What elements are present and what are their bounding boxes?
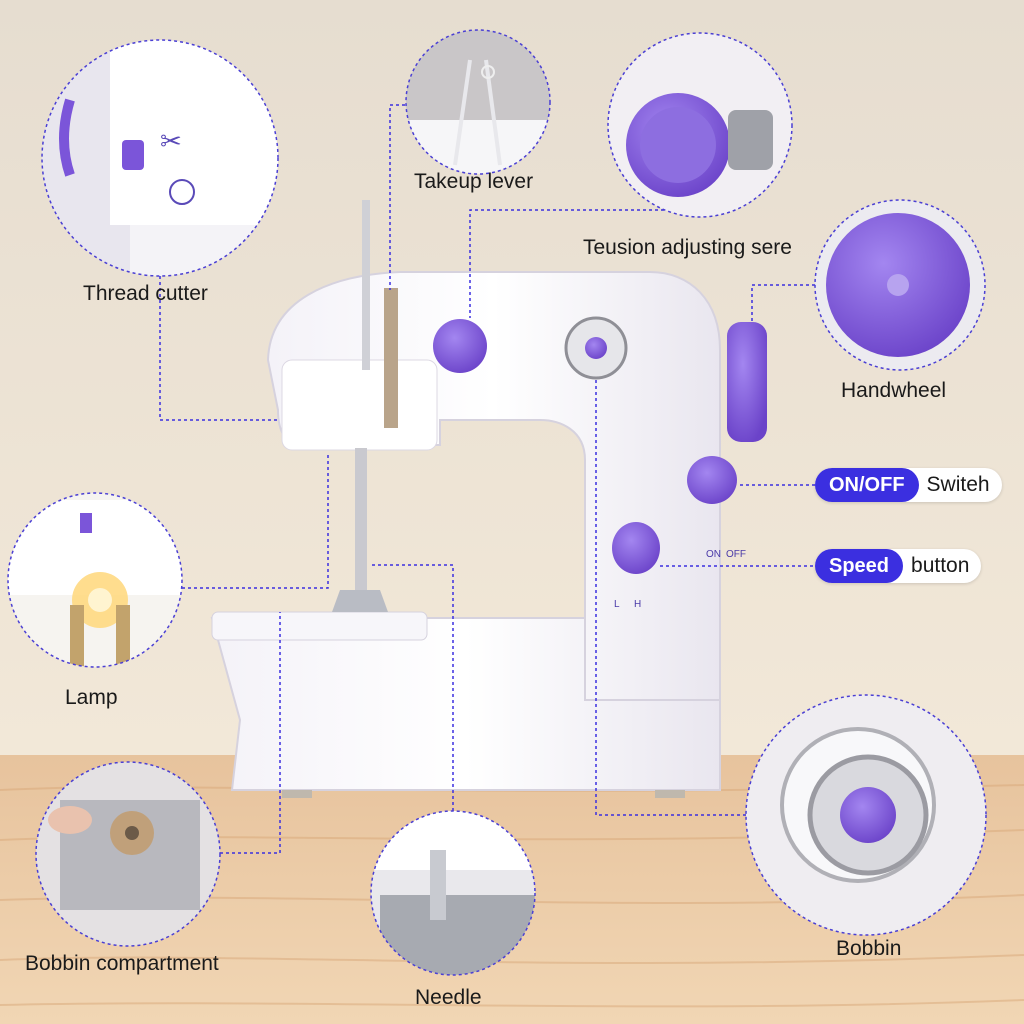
handwheel-knob[interactable]: [727, 322, 767, 442]
high-mark: H: [634, 599, 641, 610]
off-mark: OFF: [726, 549, 746, 560]
bobbin-compartment-detail: [35, 761, 221, 947]
connector-lines: [159, 104, 815, 854]
bobbin-detail: [745, 694, 987, 936]
svg-text:✂: ✂: [160, 127, 182, 157]
onoff-text: Switeh: [926, 473, 990, 496]
tension-label: Teusion adjusting sere: [583, 236, 792, 259]
sewing-machine: ON OFF L H: [210, 200, 767, 798]
lamp-detail: [7, 492, 183, 668]
bobbin-label: Bobbin: [836, 937, 902, 960]
handwheel-detail: [814, 199, 986, 371]
handwheel-label: Handwheel: [841, 379, 947, 402]
speed-pill: Speed button: [815, 549, 982, 583]
low-mark: L: [614, 599, 620, 610]
needle-label: Needle: [415, 986, 482, 1009]
takeup-lever-label: Takeup lever: [414, 170, 534, 193]
speed-button[interactable]: [612, 522, 660, 574]
bobbin-compartment-label: Bobbin compartment: [25, 952, 219, 975]
onoff-tag: ON/OFF: [815, 468, 919, 502]
thread-cutter-label: Thread cutter: [83, 282, 208, 305]
lamp-label: Lamp: [65, 686, 118, 709]
onoff-button[interactable]: [687, 456, 737, 504]
speed-tag: Speed: [815, 549, 904, 583]
on-mark: ON: [706, 549, 721, 560]
onoff-pill: ON/OFF Switeh: [815, 468, 1002, 502]
tension-detail: [607, 32, 793, 218]
tension-knob[interactable]: [433, 319, 487, 373]
speed-text: button: [911, 554, 970, 577]
